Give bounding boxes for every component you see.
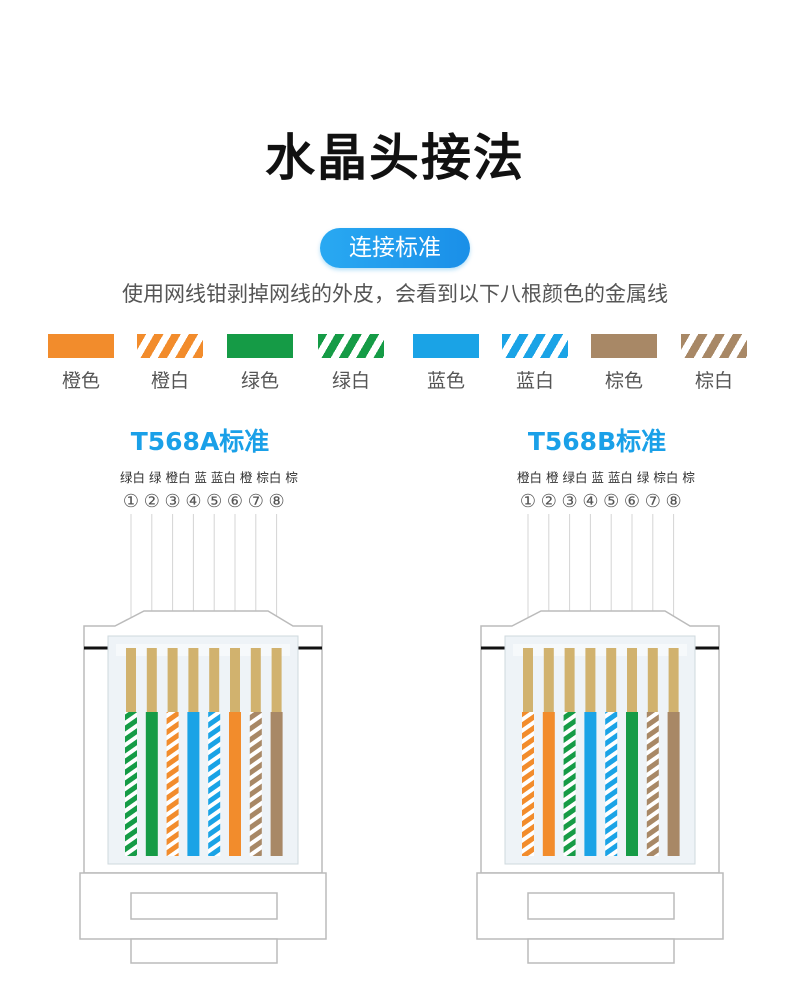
pin-number: ④ bbox=[582, 491, 598, 512]
pin-number: ③ bbox=[562, 491, 578, 512]
standard-title: T568B标准 bbox=[527, 427, 667, 456]
legend-label: 绿白 bbox=[331, 370, 370, 392]
wire bbox=[125, 712, 137, 856]
pin-number: ① bbox=[520, 491, 536, 512]
pin-number: ④ bbox=[185, 491, 201, 512]
gold-contact bbox=[543, 648, 554, 712]
wire bbox=[187, 712, 200, 856]
wire bbox=[249, 712, 262, 856]
wire bbox=[626, 712, 638, 856]
pin-number: ⑦ bbox=[645, 491, 661, 512]
gold-contact bbox=[585, 648, 596, 712]
gold-contact bbox=[230, 648, 240, 712]
gold-contact bbox=[606, 648, 617, 712]
clip-slot bbox=[527, 892, 675, 920]
inner-window bbox=[504, 635, 696, 865]
gold-contact bbox=[209, 648, 220, 712]
legend-swatch bbox=[681, 334, 747, 358]
legend-swatch bbox=[318, 334, 384, 358]
inner-window bbox=[107, 635, 299, 865]
wire bbox=[208, 712, 221, 856]
legend-label: 蓝白 bbox=[515, 370, 554, 392]
gold-contact bbox=[668, 648, 679, 712]
legend-swatch bbox=[591, 334, 657, 358]
pin-number: ⑥ bbox=[227, 491, 243, 512]
legend-swatch bbox=[227, 334, 293, 358]
wire bbox=[584, 712, 597, 856]
legend-label: 绿色 bbox=[240, 370, 279, 392]
clip-tail bbox=[527, 938, 675, 964]
clip-tail bbox=[130, 938, 278, 964]
wire bbox=[563, 712, 576, 856]
legend-label: 橙色 bbox=[61, 370, 100, 392]
legend-swatch bbox=[502, 334, 568, 358]
gold-contact bbox=[250, 648, 261, 712]
clip-slot bbox=[130, 892, 278, 920]
wire bbox=[229, 712, 241, 856]
pin-number: ⑧ bbox=[666, 491, 682, 512]
wire bbox=[542, 712, 555, 856]
standard-title: T568A标准 bbox=[130, 427, 270, 456]
inner-ridge bbox=[116, 644, 290, 656]
pin-number: ⑤ bbox=[206, 491, 222, 512]
pin-names: 绿白 绿 橙白 蓝 蓝白 橙 棕白 棕 bbox=[120, 470, 298, 485]
pin-names: 橙白 橙 绿白 蓝 蓝白 绿 棕白 棕 bbox=[517, 470, 695, 485]
gold-contact bbox=[627, 648, 637, 712]
standard-badge: 连接标准 bbox=[320, 228, 470, 268]
legend-label: 棕色 bbox=[604, 370, 643, 392]
legend-label: 棕白 bbox=[694, 370, 733, 392]
legend-label: 橙白 bbox=[150, 370, 189, 392]
gold-contact bbox=[167, 648, 178, 712]
gold-contact bbox=[271, 648, 282, 712]
pin-number: ① bbox=[123, 491, 139, 512]
pin-number: ② bbox=[144, 491, 160, 512]
wire bbox=[145, 712, 158, 856]
legend-swatch bbox=[137, 334, 203, 358]
gold-contact bbox=[146, 648, 157, 712]
gold-contact bbox=[523, 648, 533, 712]
pin-number: ② bbox=[541, 491, 557, 512]
wire bbox=[166, 712, 179, 856]
gold-contact bbox=[188, 648, 199, 712]
gold-contact bbox=[647, 648, 658, 712]
pin-number: ③ bbox=[165, 491, 181, 512]
pin-number: ⑦ bbox=[248, 491, 264, 512]
gold-contact bbox=[126, 648, 136, 712]
wire bbox=[605, 712, 618, 856]
wire bbox=[646, 712, 659, 856]
gold-contact bbox=[564, 648, 575, 712]
wire bbox=[522, 712, 534, 856]
pin-number: ⑧ bbox=[269, 491, 285, 512]
wire bbox=[667, 712, 680, 856]
legend-swatch bbox=[48, 334, 114, 358]
legend-swatch bbox=[413, 334, 479, 358]
pin-number: ⑥ bbox=[624, 491, 640, 512]
inner-ridge bbox=[513, 644, 687, 656]
legend-label: 蓝色 bbox=[426, 370, 465, 392]
wire bbox=[270, 712, 283, 856]
description-text: 使用网线钳剥掉网线的外皮，会看到以下八根颜色的金属线 bbox=[122, 282, 668, 306]
page-title: 水晶头接法 bbox=[265, 129, 525, 187]
pin-number: ⑤ bbox=[603, 491, 619, 512]
